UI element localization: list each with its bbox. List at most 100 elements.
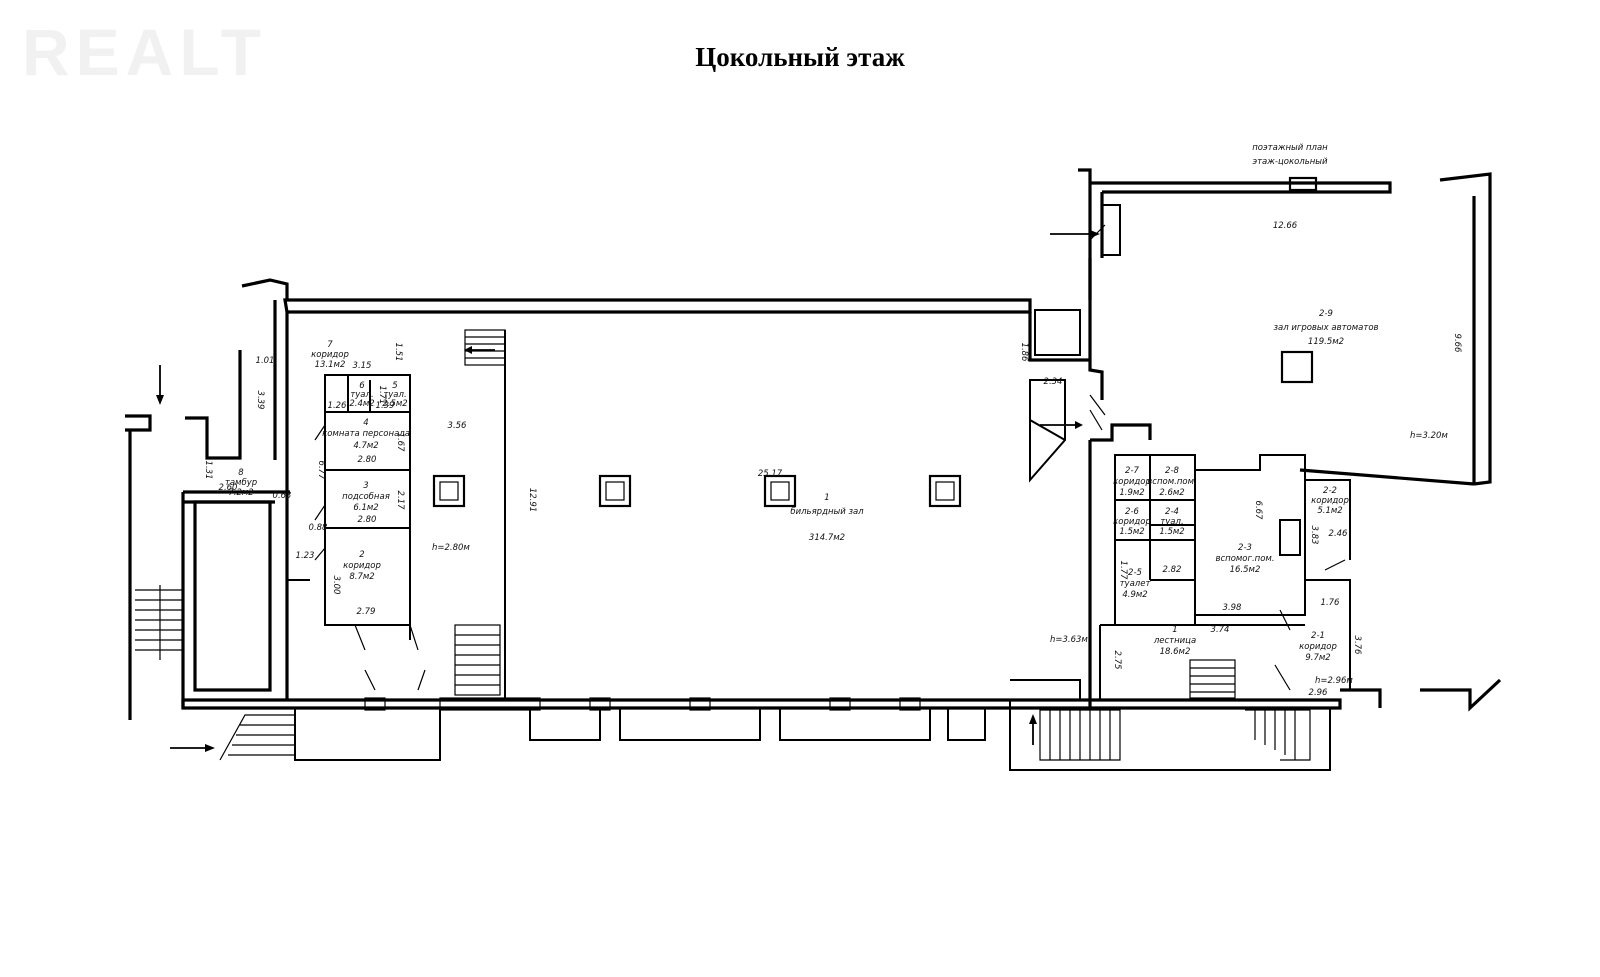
dimension: 3.00 (331, 576, 341, 595)
room-name: коридор (311, 350, 349, 360)
column (598, 474, 632, 508)
right-top-wall (1090, 181, 1392, 194)
room-name: коридор (1113, 517, 1151, 527)
room-name: бильярдный зал (790, 507, 864, 517)
room-number: 1 (1172, 625, 1177, 635)
right-bottom-tail (1340, 678, 1502, 712)
dimension: 3.76 (1352, 636, 1362, 656)
bottom-windows (364, 697, 921, 711)
room-name: туал. (1160, 517, 1183, 527)
entry-arrows (156, 230, 1100, 752)
room-number: 2-1 (1311, 631, 1325, 641)
stair-bottom-left (454, 624, 501, 696)
dimension: 1.51 (393, 343, 403, 362)
room-number: 8 (238, 468, 244, 478)
room-23-outline (1195, 454, 1306, 616)
room-number: 5 (392, 381, 397, 391)
dimension: 2.46 (1329, 529, 1349, 539)
doors (314, 224, 1346, 691)
right-west-wall (1088, 192, 1104, 400)
window-well-1 (529, 708, 601, 741)
dimension: 1.31 (203, 461, 213, 480)
dimension: 1.23 (296, 551, 315, 561)
ceiling-heights: h=2.80м h=3.63м h=3.20м h=2.96м (432, 431, 1448, 686)
dimension: 2.96 (1309, 688, 1329, 698)
room-area: 4.9м2 (1122, 590, 1147, 600)
room-name: лестница (1153, 636, 1196, 646)
height-label: h=3.63м (1050, 635, 1088, 645)
pit-left (294, 708, 441, 761)
window-well-4 (947, 708, 986, 741)
tambour-wall (185, 350, 242, 460)
room-number: 2-9 (1319, 309, 1333, 319)
room-area: 13.1м2 (315, 360, 346, 370)
room-area: 8.7м2 (349, 572, 374, 582)
hall-ne-wall (1028, 312, 1090, 362)
height-label: h=3.20м (1410, 431, 1448, 441)
stair-right-bottom (1039, 709, 1121, 761)
room-number: 2 (359, 550, 364, 560)
room-name: туал. (350, 390, 373, 400)
left-shaft (181, 492, 272, 708)
dimension: 6.67 (1253, 501, 1263, 521)
dimension: 2.80 (358, 455, 377, 465)
room-number: 2-6 (1125, 507, 1139, 517)
room-name: туал. (383, 390, 406, 400)
dimension: 1.39 (376, 401, 395, 411)
plan-note: поэтажный план этаж-цокольный (1252, 143, 1328, 167)
shaft-box (1034, 309, 1081, 356)
room-area: 2.5м2 (382, 399, 407, 409)
stair-right-inner (1189, 659, 1236, 699)
room-name: подсобная (342, 492, 390, 502)
dimension: 3.74 (1211, 625, 1230, 635)
tower-vestibule (1102, 204, 1121, 256)
dimension: 12.66 (1273, 221, 1298, 231)
room-number: 2-3 (1238, 543, 1252, 553)
room-name: коридор (1311, 496, 1349, 506)
left-column-wall (273, 300, 289, 700)
bottom-wall (181, 698, 1092, 710)
height-label: h=2.96м (1315, 676, 1353, 686)
room-number: 7 (327, 340, 333, 350)
top-wall (283, 298, 1032, 314)
room-number: 2-7 (1125, 466, 1139, 476)
room-area: 7.2м2 (228, 488, 253, 498)
dimension: 1.26 (328, 401, 348, 411)
left-top-jog (241, 278, 289, 300)
dimension: 3.98 (1223, 603, 1243, 613)
corridor-22-walls (1305, 479, 1351, 690)
wet-partitions (1115, 455, 1195, 581)
room-area: 18.6м2 (1160, 647, 1191, 657)
room-area: 1.5м2 (1159, 527, 1184, 537)
dimension: 2.82 (1163, 565, 1182, 575)
room-labels: 7 коридор 13.1м2 8 тамбур 7.2м2 6 туал. … (225, 309, 1379, 663)
dimension: 3.83 (1309, 526, 1319, 545)
dimension: 1.76 (1321, 598, 1341, 608)
room-name: тамбур (225, 478, 257, 488)
room-number: 2-2 (1323, 486, 1337, 496)
room-area: 4.7м2 (353, 441, 378, 451)
room-area: 6.1м2 (353, 503, 378, 513)
dimension: 3.15 (353, 361, 372, 371)
room-name: комната персонала (322, 429, 410, 439)
right-bottom-wall (1090, 698, 1342, 710)
service-partitions (325, 411, 410, 529)
dimension: 3.56 (448, 421, 468, 431)
dimension: 2.80 (358, 515, 377, 525)
stair-outer-left (135, 585, 183, 660)
room-number: 4 (363, 418, 368, 428)
window-well-3 (779, 708, 931, 741)
pit-right (1009, 700, 1331, 771)
room-name: зал игровых автоматов (1273, 323, 1378, 333)
column (928, 474, 962, 508)
plan-note-line-2: этаж-цокольный (1252, 157, 1328, 167)
outer-stair-rail (125, 414, 152, 720)
room-number: 2-8 (1165, 466, 1179, 476)
plan-note-line-1: поэтажный план (1252, 143, 1328, 153)
room-area: 2.4м2 (349, 399, 374, 409)
room-area: 16.5м2 (1230, 565, 1261, 575)
tower-wall (1078, 168, 1092, 300)
room-name: вспом.пом. (1147, 477, 1196, 487)
room-area: 9.7м2 (1305, 653, 1330, 663)
column (432, 474, 466, 508)
